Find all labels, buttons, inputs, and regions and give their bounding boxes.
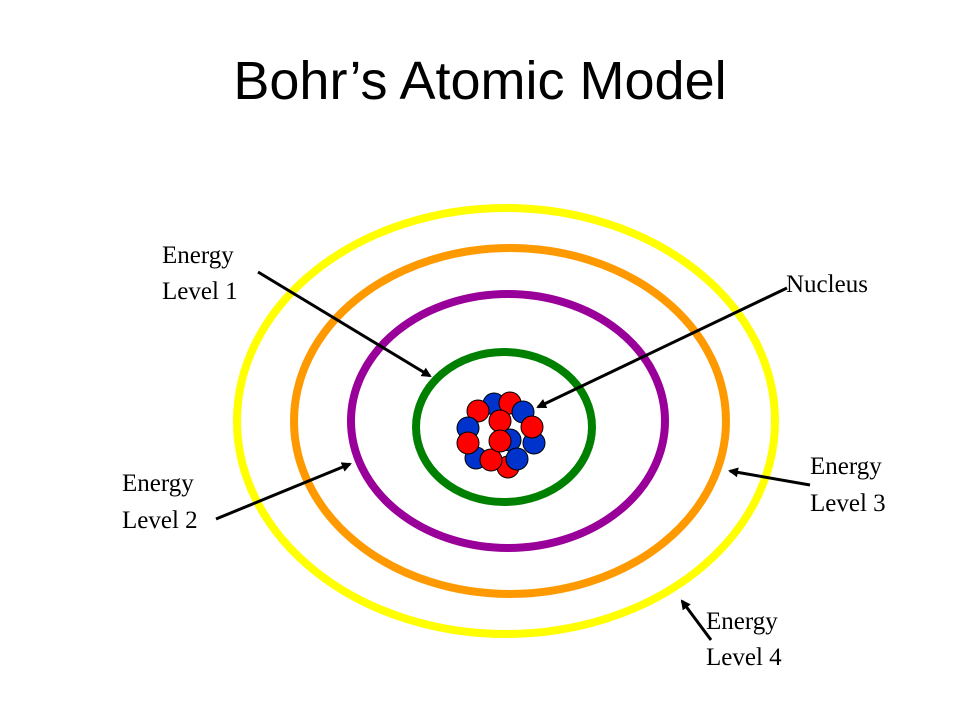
label-energy-level-1-line2: Level 1 — [162, 278, 238, 305]
arrow-energy-level-3 — [728, 467, 811, 487]
arrow-nucleus — [536, 286, 788, 409]
label-energy-level-3-line1: Energy — [810, 453, 882, 480]
proton — [456, 431, 480, 455]
label-energy-level-2-line1: Energy — [122, 470, 194, 497]
label-energy-level-2-line2: Level 2 — [122, 507, 198, 534]
label-energy-level-4-line1: Energy — [706, 608, 778, 635]
arrow-energy-level-2 — [215, 462, 352, 521]
energy-level-4-ring — [233, 204, 779, 638]
nucleus — [456, 391, 546, 479]
proton — [488, 429, 512, 453]
proton — [488, 409, 512, 433]
label-energy-level-4: Energy Level 4 — [706, 608, 784, 671]
label-energy-level-4-line2: Level 4 — [706, 644, 782, 671]
label-nucleus: Nucleus — [786, 271, 868, 298]
neutron — [505, 447, 529, 471]
proton — [479, 448, 503, 472]
label-nucleus-text: Nucleus — [786, 271, 868, 298]
proton — [466, 399, 490, 423]
page-title: Bohr’s Atomic Model — [233, 51, 727, 111]
energy-level-3-ring — [290, 244, 730, 598]
label-energy-level-1-line1: Energy — [162, 242, 234, 269]
label-energy-level-1: Energy Level 1 — [162, 242, 240, 305]
proton — [520, 415, 544, 439]
label-energy-level-3: Energy Level 3 — [810, 453, 888, 517]
label-energy-level-2: Energy Level 2 — [122, 470, 200, 534]
label-energy-level-3-line2: Level 3 — [810, 490, 886, 517]
arrow-energy-level-4 — [680, 599, 713, 641]
energy-level-1-ring — [412, 348, 596, 506]
energy-level-2-ring — [347, 290, 669, 552]
arrow-energy-level-1 — [257, 270, 432, 378]
